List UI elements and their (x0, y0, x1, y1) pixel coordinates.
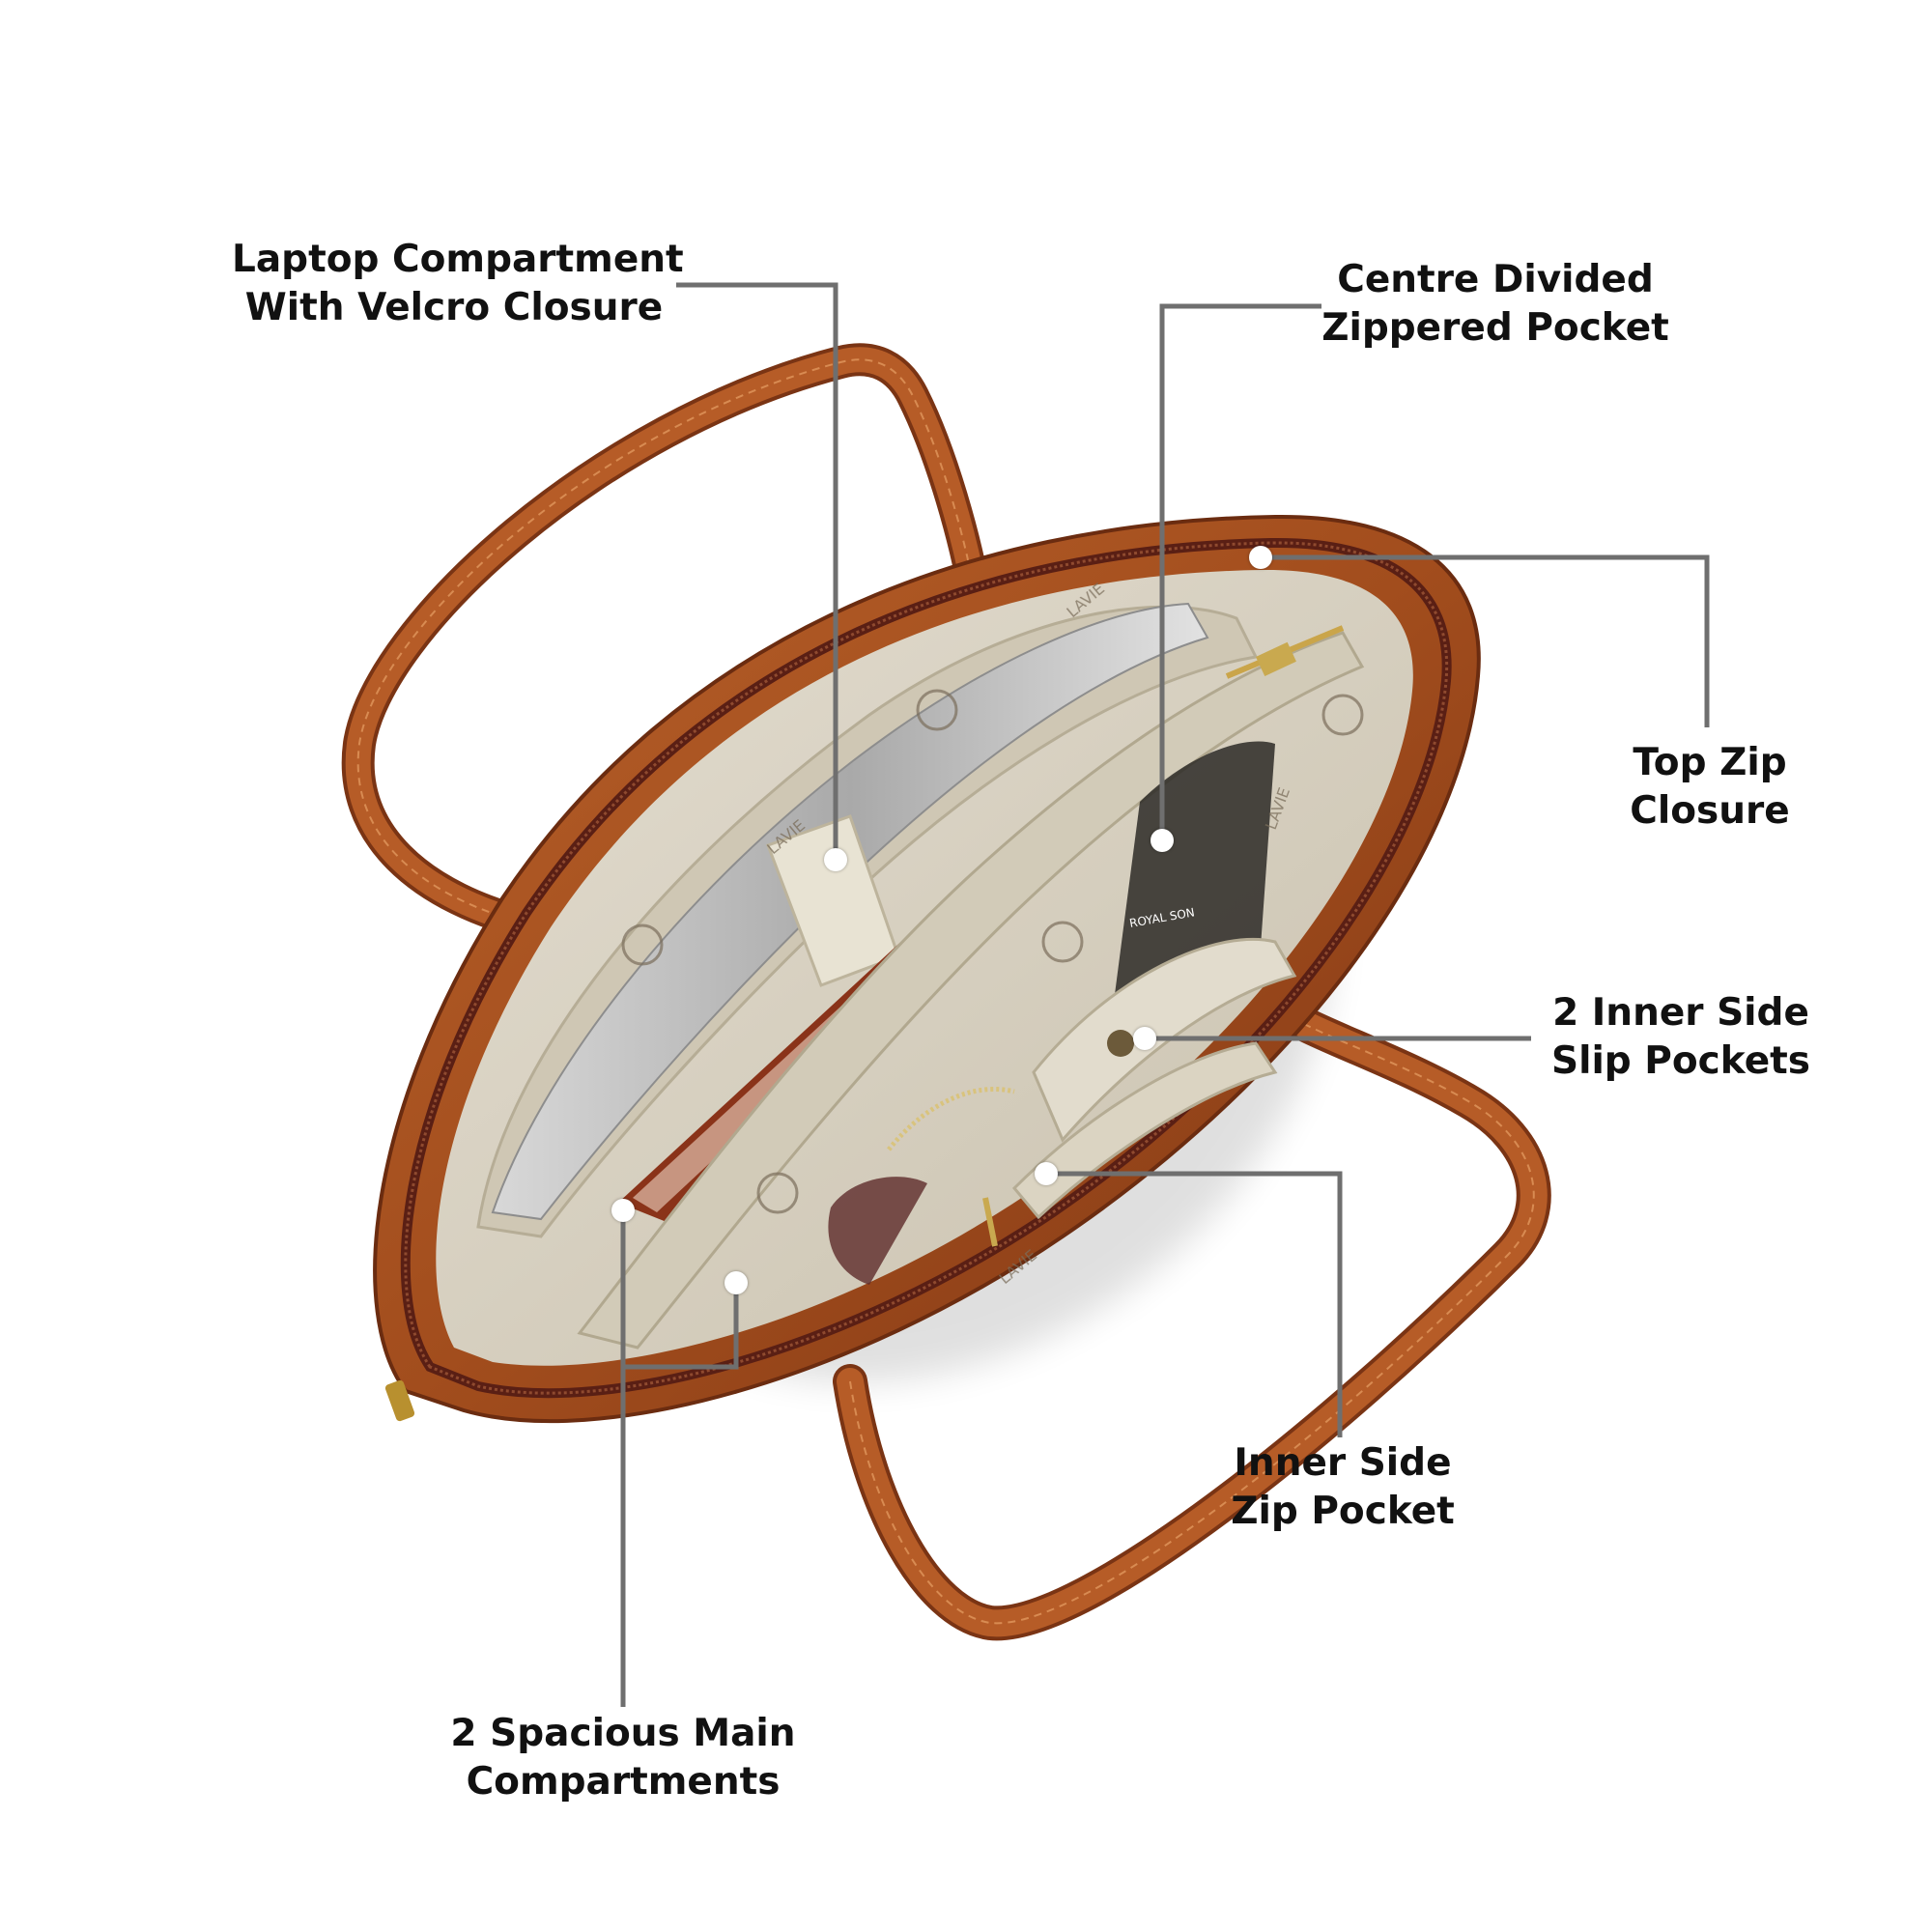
leader-innerzip (1046, 1171, 1343, 1437)
handle-back (341, 343, 992, 944)
dot-laptop (824, 848, 847, 871)
dot-innerzip (1035, 1162, 1058, 1185)
callout-main-line2: Compartments (466, 1760, 781, 1804)
leader-topzip (1261, 554, 1710, 727)
dot-slip (1133, 1027, 1156, 1050)
leader-laptop (676, 282, 838, 860)
callout-laptop-compartment: Laptop Compartment With Velcro Closure (232, 236, 684, 332)
top-zip-pull (384, 1379, 415, 1422)
callout-main-line1: 2 Spacious Main (450, 1712, 796, 1755)
leader-centre (1159, 303, 1321, 840)
callout-inner-zip: Inner Side Zip Pocket (1227, 1439, 1459, 1536)
leader-lines (620, 282, 1710, 1707)
callout-centre-line2: Zippered Pocket (1321, 306, 1669, 350)
dot-topzip (1249, 546, 1272, 569)
callout-centre-pocket: Centre Divided Zippered Pocket (1321, 256, 1669, 353)
dot-main-a (611, 1199, 635, 1222)
callout-topzip-line2: Closure (1630, 789, 1790, 833)
callout-innerzip-line1: Inner Side (1234, 1441, 1452, 1485)
callout-centre-line1: Centre Divided (1337, 258, 1654, 301)
callout-slip-line1: 2 Inner Side (1552, 991, 1809, 1035)
lining-monograms (621, 689, 1364, 1214)
callout-innerzip-line2: Zip Pocket (1231, 1490, 1455, 1533)
callout-slip-pockets: 2 Inner Side Slip Pockets (1536, 989, 1826, 1086)
dot-main-b (724, 1271, 748, 1294)
dot-centre (1151, 829, 1174, 852)
centre-divider-pocket (577, 625, 1365, 1350)
handle-front (833, 1007, 1551, 1641)
callout-main-compartments: 2 Spacious Main Compartments (440, 1710, 807, 1806)
callout-topzip-line1: Top Zip (1633, 741, 1787, 784)
callout-top-zip: Top Zip Closure (1604, 739, 1816, 836)
leader-main-2 (623, 1283, 739, 1370)
callout-laptop-line1: Laptop Compartment (232, 238, 684, 281)
callout-slip-line2: Slip Pockets (1550, 1039, 1810, 1083)
callout-laptop-line2: With Velcro Closure (244, 286, 664, 329)
